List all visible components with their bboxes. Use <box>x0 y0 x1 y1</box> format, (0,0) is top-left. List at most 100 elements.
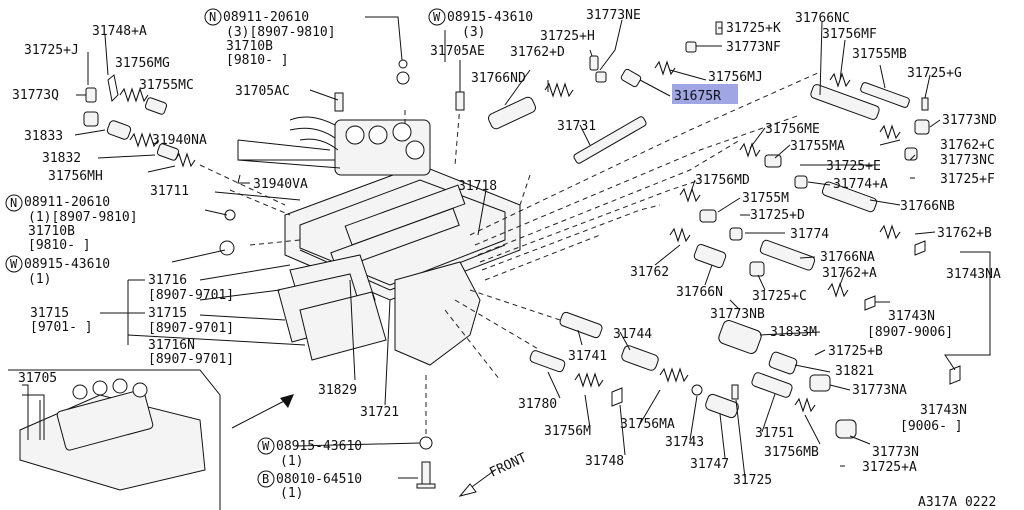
label-31774a: 31774+A <box>833 177 888 192</box>
label-31832: 31832 <box>42 151 81 166</box>
label-31766na: 31766NA <box>820 250 875 265</box>
label-31766nb: 31766NB <box>900 199 955 214</box>
label-31821: 31821 <box>835 364 874 379</box>
symbol-n-left: N <box>10 196 17 210</box>
label-31705ae: 31705AE <box>430 44 485 59</box>
label-31766n: 31766N <box>676 285 723 300</box>
symbol-w-top: W <box>433 10 441 24</box>
label-31756mb: 31756MB <box>764 445 819 460</box>
label-31773nb: 31773NB <box>710 307 765 322</box>
label-31725k: 31725+K <box>726 21 781 36</box>
label-31833: 31833 <box>24 129 63 144</box>
label-31756ma: 31756MA <box>620 417 675 432</box>
label-31833m: 31833M <box>770 325 817 340</box>
label-31756md: 31756MD <box>695 173 750 188</box>
label-31743n-first-date: [8907-9006] <box>867 325 953 340</box>
label-31755mb: 31755MB <box>852 47 907 62</box>
label-31716n: 31716N <box>148 338 195 353</box>
label-31725a: 31725+A <box>862 460 917 475</box>
dashed-guide-lines <box>199 71 821 440</box>
label-31725d: 31725+D <box>750 208 805 223</box>
label-08915-left-qty: (1) <box>28 272 51 287</box>
label-31675r: 31675R <box>674 89 721 104</box>
symbol-b-bottom: B <box>262 472 269 486</box>
right-middle-parts <box>669 142 961 392</box>
label-31725e: 31725+E <box>826 159 881 174</box>
label-08915-43610-top: 08915-43610 <box>447 10 533 25</box>
label-31715-date: [9701- ] <box>30 320 93 335</box>
label-31711: 31711 <box>150 184 189 199</box>
label-31743n-second-date: [9006- ] <box>900 419 963 434</box>
left-parts <box>83 59 465 256</box>
label-31766nd: 31766ND <box>471 71 526 86</box>
label-31756m: 31756M <box>544 424 591 439</box>
label-31773q: 31773Q <box>12 88 59 103</box>
separator-plates <box>277 254 481 366</box>
label-31747: 31747 <box>690 457 729 472</box>
label-31725j: 31725+J <box>24 43 79 58</box>
label-31743n-second: 31743N <box>920 403 967 418</box>
label-31710b-top-date: [9810- ] <box>226 53 289 68</box>
label-31705ac: 31705AC <box>235 84 290 99</box>
label-08915-43610-bottom: 08915-43610 <box>276 439 362 454</box>
label-31744: 31744 <box>613 327 652 342</box>
leader-lines <box>22 16 991 479</box>
label-31741: 31741 <box>568 349 607 364</box>
label-31766nc: 31766NC <box>795 11 850 26</box>
label-31748: 31748 <box>585 454 624 469</box>
label-31756mh: 31756MH <box>48 169 103 184</box>
label-31725h: 31725+H <box>540 29 595 44</box>
symbol-w-left: W <box>10 257 18 271</box>
label-31762d: 31762+D <box>510 45 565 60</box>
symbol-w-bottom: W <box>262 439 270 453</box>
part-labels: 31748+A 31725+J 31756MG 31755MC 31773Q 3… <box>12 8 1001 510</box>
label-08911-20610-top: 08911-20610 <box>223 10 309 25</box>
label-31715: 31715 <box>30 306 69 321</box>
label-31715-second: 31715 <box>148 306 187 321</box>
label-31829: 31829 <box>318 383 357 398</box>
label-31773nc: 31773NC <box>940 153 995 168</box>
label-31755mc: 31755MC <box>139 78 194 93</box>
label-08911-top-qty: (3)[8907-9810] <box>226 25 336 40</box>
label-31721: 31721 <box>360 405 399 420</box>
lower-parts <box>416 311 857 489</box>
label-31710b-left-date: [9810- ] <box>28 238 91 253</box>
label-31773nd: 31773ND <box>942 113 997 128</box>
label-31762b: 31762+B <box>937 226 992 241</box>
label-31940na: 31940NA <box>152 133 207 148</box>
label-31762c: 31762+C <box>940 138 995 153</box>
label-31718: 31718 <box>458 179 497 194</box>
label-31773n: 31773N <box>872 445 919 460</box>
label-31756mg: 31756MG <box>115 56 170 71</box>
label-08911-left-qty: (1)[8907-9810] <box>28 210 138 225</box>
label-31725f: 31725+F <box>940 172 995 187</box>
label-31710b-top: 31710B <box>226 39 273 54</box>
label-31743n-first: 31743N <box>888 309 935 324</box>
label-31940va: 31940VA <box>253 177 308 192</box>
front-indicator-label: FRONT <box>487 450 529 480</box>
label-31716-date: [8907-9701] <box>148 288 234 303</box>
label-31725: 31725 <box>733 473 772 488</box>
symbol-n-top: N <box>209 10 216 24</box>
label-31762a: 31762+A <box>822 266 877 281</box>
label-31756mj: 31756MJ <box>708 70 763 85</box>
label-08915-top-qty: (3) <box>462 25 485 40</box>
label-31725c: 31725+C <box>752 289 807 304</box>
label-31710b-left: 31710B <box>28 224 75 239</box>
label-31725b: 31725+B <box>828 344 883 359</box>
label-31725g: 31725+G <box>907 66 962 81</box>
highlighted-part-box <box>672 84 738 104</box>
label-31715-second-date: [8907-9701] <box>148 321 234 336</box>
label-31716: 31716 <box>148 273 187 288</box>
label-31716n-date: [8907-9701] <box>148 352 234 367</box>
label-31751: 31751 <box>755 426 794 441</box>
label-31756mf: 31756MF <box>822 27 877 42</box>
label-31705: 31705 <box>18 371 57 386</box>
label-31731: 31731 <box>557 119 596 134</box>
label-31755ma: 31755MA <box>790 139 845 154</box>
label-08915-bottom-qty: (1) <box>280 454 303 469</box>
label-31743: 31743 <box>665 435 704 450</box>
label-08911-20610-left: 08911-20610 <box>24 195 110 210</box>
label-31756me: 31756ME <box>765 122 820 137</box>
